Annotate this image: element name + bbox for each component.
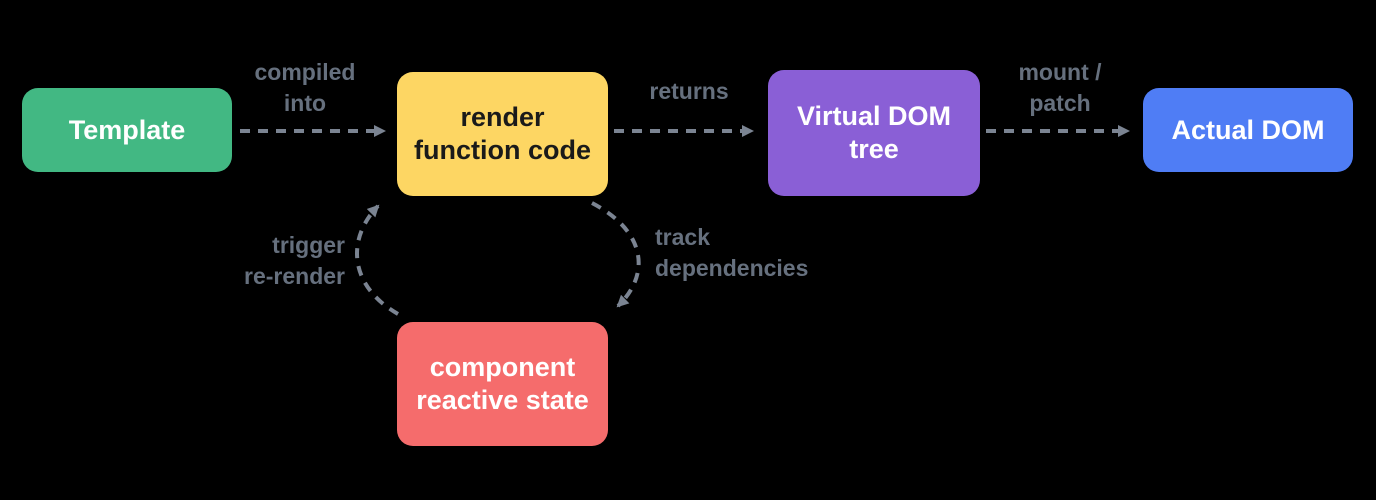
node-component-reactive-state-label: component reactive state — [416, 352, 589, 415]
node-actual-dom: Actual DOM — [1143, 88, 1353, 172]
edge-label-track-dependencies: track dependencies — [655, 224, 809, 282]
node-virtual-dom-tree-label: Virtual DOM tree — [796, 101, 952, 164]
node-actual-dom-label: Actual DOM — [1171, 114, 1325, 145]
arrow-trigger-rerender — [355, 204, 399, 316]
node-render-function-code-label: render function code — [414, 102, 591, 165]
edge-label-trigger-rerender: trigger re-render — [244, 232, 345, 290]
node-component-reactive-state: component reactive state — [397, 322, 608, 446]
edge-label-mount-patch: mount / patch — [1018, 59, 1102, 117]
arrow-track-dependencies — [591, 201, 641, 308]
node-render-function-code: render function code — [397, 72, 608, 196]
node-template-label: Template — [68, 114, 186, 145]
edge-label-compiled-into: compiled into — [254, 59, 356, 117]
node-template: Template — [22, 88, 232, 172]
edge-label-returns: returns — [649, 78, 729, 104]
node-virtual-dom-tree: Virtual DOM tree — [768, 70, 980, 196]
